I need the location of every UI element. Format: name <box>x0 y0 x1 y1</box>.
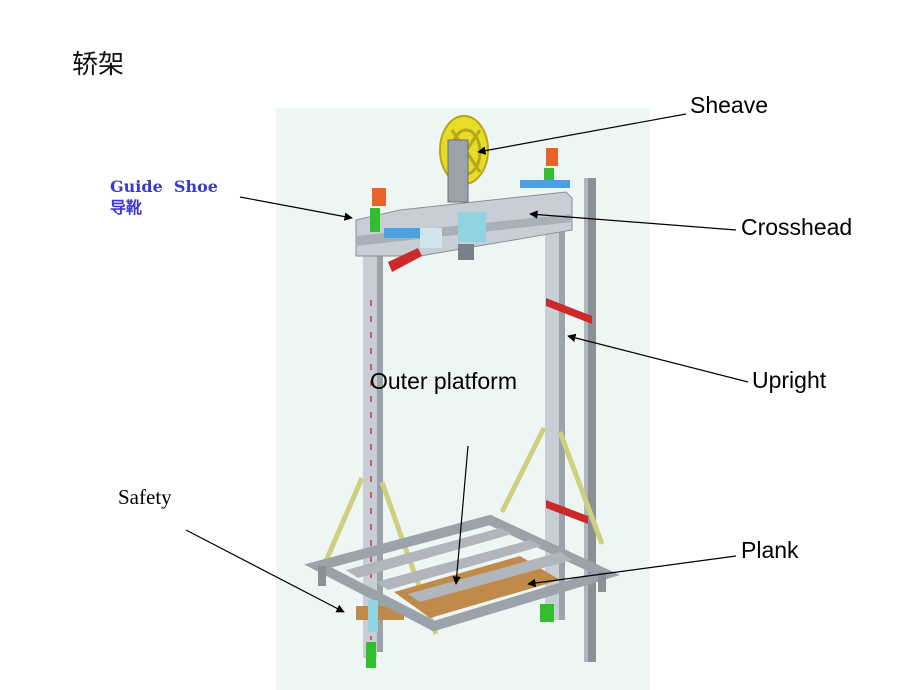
sheave-label: Sheave <box>690 92 769 118</box>
safety-label: Safety <box>118 485 172 509</box>
guide-shoe-label-cn: 导靴 <box>110 198 143 217</box>
outer-platform-label: Outer platform <box>370 368 517 394</box>
guide-shoe-arrow <box>239 196 353 221</box>
outer-platform-arrow <box>452 445 469 585</box>
sheave-arrow <box>477 113 687 155</box>
crosshead-label: Crosshead <box>741 214 853 240</box>
guide-rail <box>588 178 596 662</box>
leader-arrows <box>185 113 749 613</box>
guide-shoe-label: Guide Shoe 导靴 <box>110 176 218 218</box>
crosshead-arrow <box>529 210 737 231</box>
upright-label: Upright <box>752 367 827 393</box>
guide-shoes <box>366 148 570 668</box>
slide-title: 轿架 <box>72 50 125 80</box>
guide-shoe-label-en: Guide Shoe <box>110 177 218 196</box>
plank-arrow <box>527 555 737 588</box>
plank-label: Plank <box>741 537 799 563</box>
safety-arrow <box>185 529 345 613</box>
sheave <box>439 115 489 203</box>
right-upright <box>545 220 592 620</box>
upright-arrow <box>567 333 749 383</box>
